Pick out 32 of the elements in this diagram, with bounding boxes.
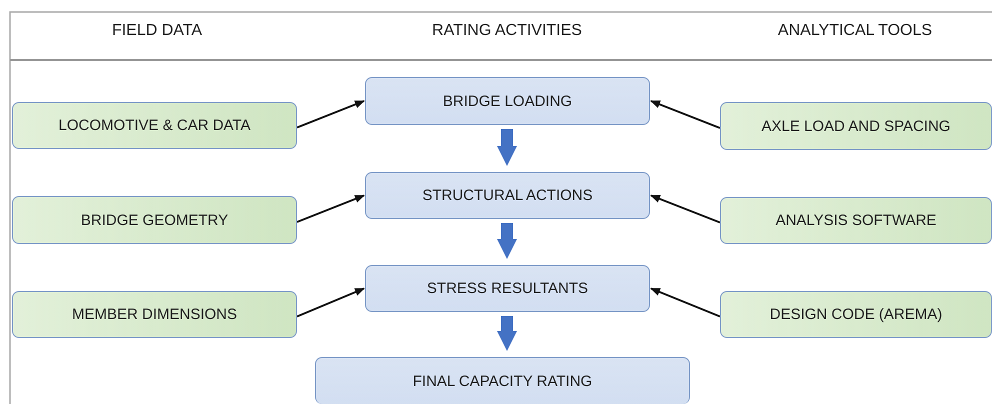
block-arrow: [497, 223, 517, 259]
box-label: FINAL CAPACITY RATING: [412, 372, 592, 390]
arrow: [296, 288, 365, 318]
box-label: ANALYSIS SOFTWARE: [776, 212, 936, 229]
box-label: AXLE LOAD AND SPACING: [762, 118, 950, 134]
input-box: [12, 102, 297, 149]
block-arrow: [497, 129, 517, 166]
box-label: STRESS RESULTANTS: [426, 280, 588, 297]
arrow: [296, 194, 365, 223]
column-heading: ANALYTICAL TOOLS: [778, 22, 932, 40]
box-label: BRIDGE GEOMETRY: [80, 212, 228, 228]
column-heading: FIELD DATA: [112, 22, 202, 40]
box-label: MEMBER DIMENSIONS: [72, 306, 237, 323]
arrow: [650, 194, 720, 224]
box-label: DESIGN CODE (AREMA): [770, 306, 942, 323]
process-box: [365, 172, 650, 219]
input-box: [720, 102, 992, 150]
input-box: [720, 291, 992, 338]
process-box: [365, 265, 650, 312]
column-heading: RATING ACTIVITIES: [432, 22, 582, 40]
process-box: [315, 357, 690, 404]
input-box: [720, 197, 992, 244]
box-label: STRUCTURAL ACTIONS: [422, 187, 593, 204]
process-box: [365, 77, 650, 125]
arrow: [296, 100, 365, 128]
box-label: BRIDGE LOADING: [442, 92, 572, 110]
arrow: [650, 100, 720, 129]
input-box: [12, 291, 297, 338]
arrow: [650, 288, 720, 318]
input-box: [12, 196, 297, 244]
box-label: LOCOMOTIVE & CAR DATA: [58, 117, 250, 134]
block-arrow: [497, 316, 517, 351]
